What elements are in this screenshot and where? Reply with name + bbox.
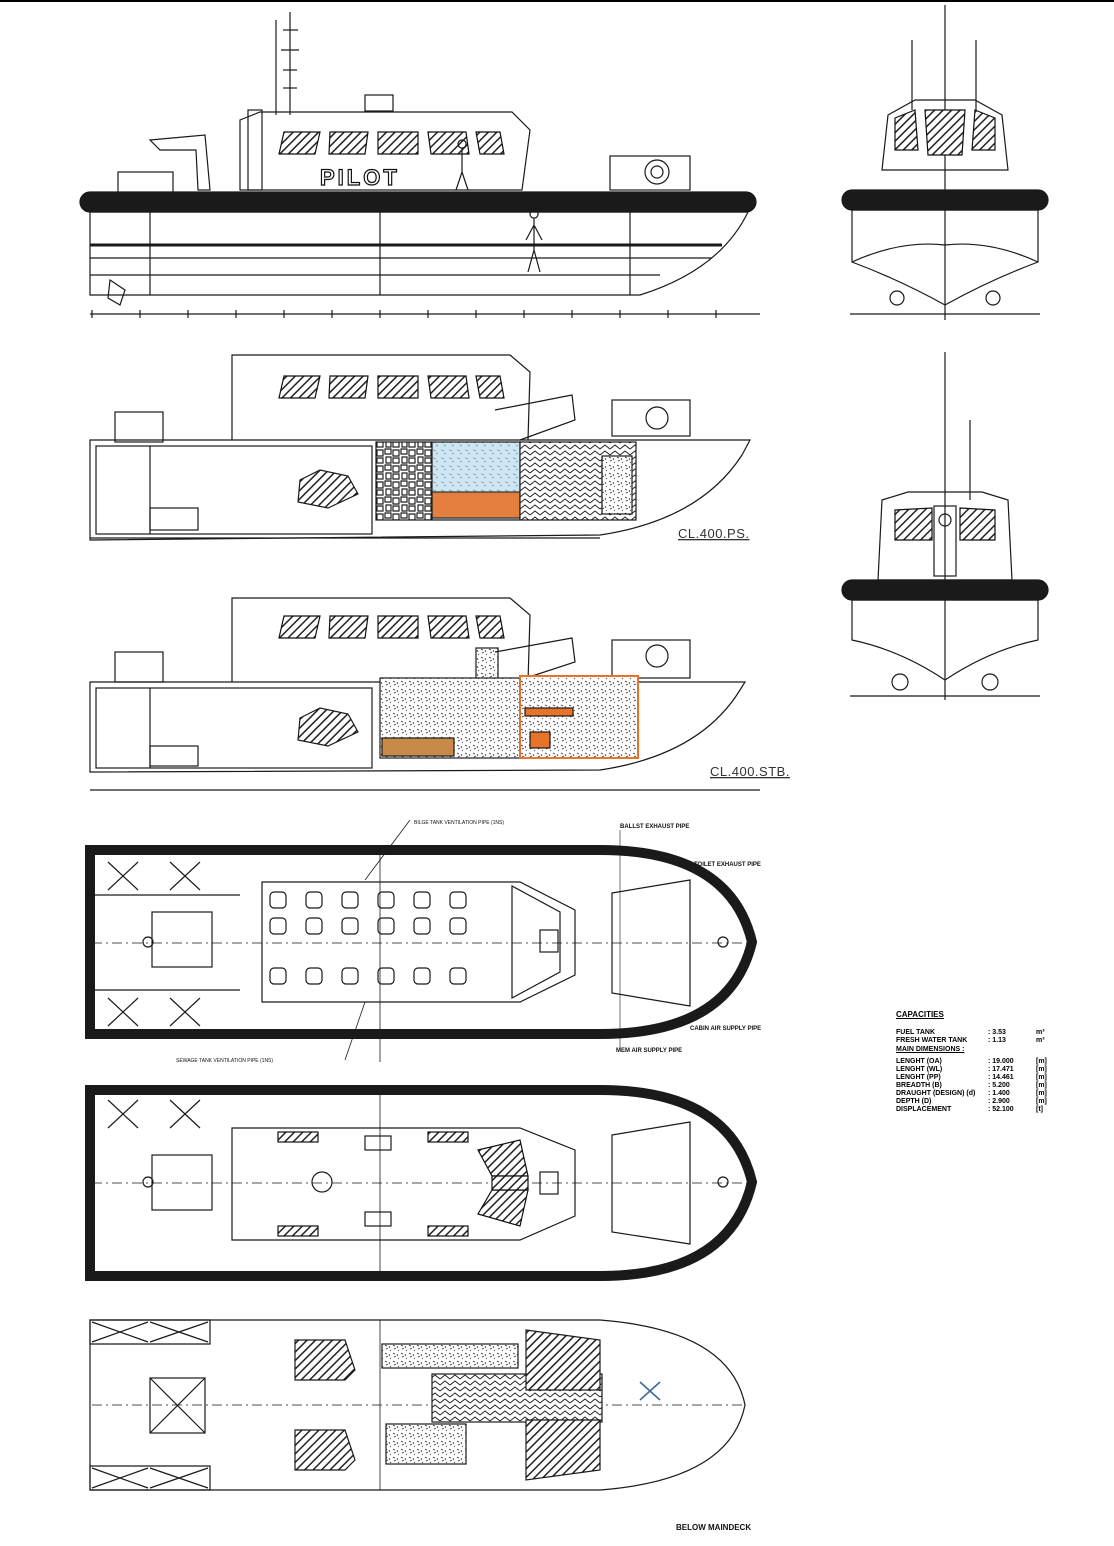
dimension-row: LENGHT (PP) : 14.461 [m] bbox=[896, 1074, 1056, 1082]
seat-icon bbox=[449, 917, 467, 935]
dimension-unit: [m] bbox=[1036, 1082, 1047, 1089]
callout-toilet: TOILET EXHAUST PIPE bbox=[694, 862, 761, 868]
below-maindeck-plan bbox=[89, 1319, 746, 1491]
capacities-title: CAPACITIES bbox=[896, 1010, 944, 1019]
dimension-value: : 14.461 bbox=[988, 1074, 1014, 1081]
wheelhouse-deck-plan bbox=[85, 1085, 758, 1281]
seat-icon bbox=[305, 891, 323, 909]
seat-icon bbox=[377, 967, 395, 985]
seat-icon bbox=[377, 891, 395, 909]
main-deck-plan bbox=[85, 819, 758, 1062]
seat-icon bbox=[305, 917, 323, 935]
callout-ballast: BALLST EXHAUST PIPE bbox=[620, 824, 689, 830]
section-stb-label: CL.400.STB. bbox=[710, 764, 790, 779]
dimension-value: : 17.471 bbox=[988, 1066, 1014, 1073]
dimension-unit: [m] bbox=[1036, 1090, 1047, 1097]
dimension-row: LENGHT (WL) : 17.471 [m] bbox=[896, 1066, 1056, 1074]
seat-icon bbox=[413, 917, 431, 935]
dimension-row: DEPTH (D) : 2.900 [m] bbox=[896, 1098, 1056, 1106]
dimension-row: DRAUGHT (DESIGN) (d) : 1.400 [m] bbox=[896, 1090, 1056, 1098]
dimension-unit: [m] bbox=[1036, 1058, 1047, 1065]
dimension-label: DISPLACEMENT bbox=[896, 1106, 952, 1113]
dimension-value: : 1.400 bbox=[988, 1090, 1010, 1097]
seat-icon bbox=[341, 891, 359, 909]
dimension-value: : 5.200 bbox=[988, 1082, 1010, 1089]
dimension-label: LENGHT (OA) bbox=[896, 1058, 942, 1065]
dimension-label: LENGHT (PP) bbox=[896, 1074, 941, 1081]
below-maindeck-label: BELOW MAINDECK bbox=[676, 1523, 751, 1532]
seat-icon bbox=[269, 917, 287, 935]
seat-icon bbox=[269, 891, 287, 909]
dimension-unit: [m] bbox=[1036, 1098, 1047, 1105]
dimension-value: : 19.000 bbox=[988, 1058, 1014, 1065]
dimension-row: DISPLACEMENT : 52.100 [t] bbox=[896, 1106, 1056, 1114]
callout-sewage-vent: SEWAGE TANK VENTILATION PIPE (1NS) bbox=[176, 1058, 273, 1064]
section-ps-view bbox=[89, 354, 751, 541]
callout-bilge-vent: BILGE TANK VENTILATION PIPE (1NS) bbox=[414, 820, 504, 826]
dimension-unit: [m] bbox=[1036, 1066, 1047, 1073]
dimension-value: : 2.900 bbox=[988, 1098, 1010, 1105]
dimension-label: DEPTH (D) bbox=[896, 1098, 932, 1105]
dimension-label: LENGHT (WL) bbox=[896, 1066, 943, 1073]
seat-icon bbox=[413, 967, 431, 985]
capacity-unit: m³ bbox=[1036, 1037, 1045, 1044]
capacity-row: FRESH WATER TANK : 1.13 m³ bbox=[896, 1037, 1056, 1045]
dimension-row: BREADTH (B) : 5.200 [m] bbox=[896, 1082, 1056, 1090]
seat-icon bbox=[269, 967, 287, 985]
stern-view bbox=[841, 352, 1049, 700]
capacity-value: : 1.13 bbox=[988, 1037, 1006, 1044]
main-dimensions-title: MAIN DIMENSIONS : bbox=[896, 1046, 965, 1053]
seat-icon bbox=[449, 967, 467, 985]
section-stb-view bbox=[89, 597, 760, 791]
dimension-unit: [m] bbox=[1036, 1074, 1047, 1081]
dimension-label: DRAUGHT (DESIGN) (d) bbox=[896, 1090, 976, 1097]
callouts: BALLST EXHAUST PIPE TOILET EXHAUST PIPE … bbox=[176, 820, 761, 1064]
seat-icon bbox=[305, 967, 323, 985]
seat-icon bbox=[413, 891, 431, 909]
dimension-label: BREADTH (B) bbox=[896, 1082, 942, 1089]
front-view bbox=[841, 5, 1049, 320]
capacities-table: CAPACITIES FUEL TANK : 3.53 m³ FRESH WAT… bbox=[896, 1010, 1056, 1114]
dimension-unit: [t] bbox=[1036, 1106, 1043, 1113]
capacity-row: FUEL TANK : 3.53 m³ bbox=[896, 1029, 1056, 1037]
profile-view bbox=[79, 12, 760, 318]
callout-cabin-air: CABIN AIR SUPPLY PIPE bbox=[690, 1026, 761, 1032]
capacity-label: FUEL TANK bbox=[896, 1029, 936, 1036]
seat-icon bbox=[341, 967, 359, 985]
capacity-unit: m³ bbox=[1036, 1029, 1045, 1036]
seat-icon bbox=[377, 917, 395, 935]
capacity-value: : 3.53 bbox=[988, 1029, 1006, 1036]
pilot-hull-text: PILOT bbox=[320, 165, 400, 190]
capacity-label: FRESH WATER TANK bbox=[896, 1037, 968, 1044]
dimension-value: : 52.100 bbox=[988, 1106, 1014, 1113]
callout-main-air: MEM AIR SUPPLY PIPE bbox=[616, 1048, 682, 1054]
dimension-row: LENGHT (OA) : 19.000 [m] bbox=[896, 1058, 1056, 1066]
section-ps-label: CL.400.PS. bbox=[678, 526, 750, 541]
seat-icon bbox=[449, 891, 467, 909]
seat-icon bbox=[341, 917, 359, 935]
